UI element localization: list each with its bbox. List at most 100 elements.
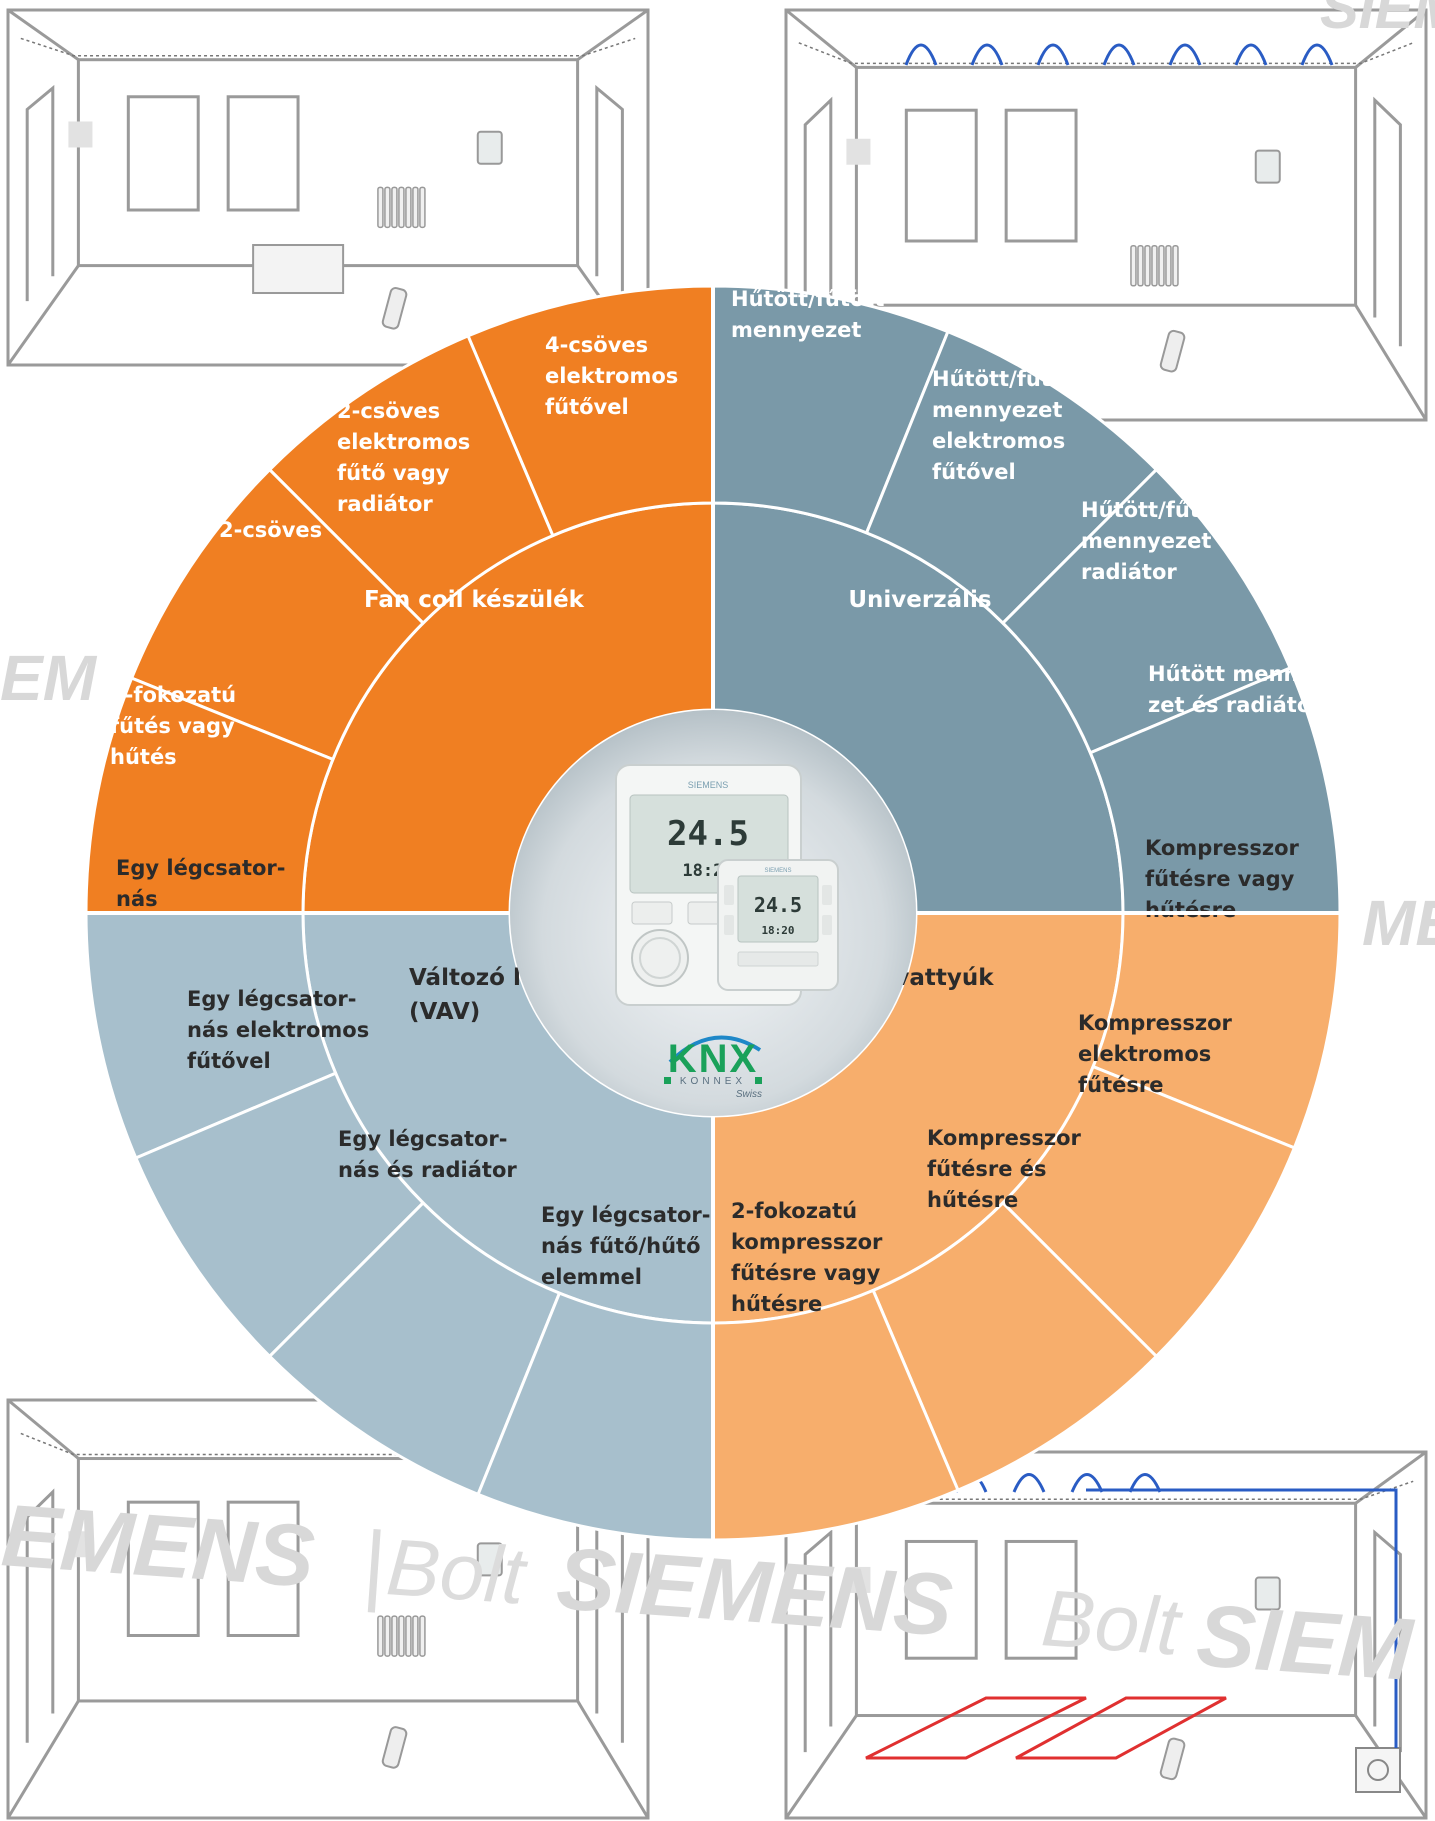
quadrant-title-universal: Univerzális bbox=[848, 587, 991, 613]
ceiling-pipe-loop bbox=[970, 43, 1004, 66]
segment-label-line: nás fűtő/hűtő bbox=[541, 1234, 701, 1258]
segment-label-line: 2-fokozatú bbox=[731, 1199, 857, 1223]
radiator-fin bbox=[1144, 245, 1151, 287]
segment-label-line: elektromos bbox=[337, 430, 470, 454]
room-edge bbox=[785, 8, 858, 69]
radiator-fin bbox=[412, 186, 419, 229]
segment-label-universal-4: Hűtött mennye-zet és radiátor bbox=[1148, 662, 1335, 717]
radiator-fin bbox=[398, 186, 405, 229]
radiator-fin bbox=[377, 186, 384, 229]
quadrant-heat-pump bbox=[711, 911, 1342, 1542]
segment-label-line: Egy légcsator- bbox=[116, 856, 286, 880]
knx-sub-text: KONNEX bbox=[680, 1076, 746, 1087]
room-door bbox=[1373, 1529, 1402, 1753]
segment-label-line: Hűtött/fűtött bbox=[1081, 498, 1234, 522]
segment-label-line: nás és radiátor bbox=[338, 1158, 517, 1182]
segment-vav-3 bbox=[267, 1200, 562, 1497]
floor-heating-loop bbox=[865, 1696, 1227, 1760]
segment-fan-coil-4 bbox=[84, 676, 335, 915]
segment-label-line: 2-csöves bbox=[337, 399, 440, 423]
segment-label-line: hűtésre bbox=[1145, 898, 1236, 922]
watermark-bottom-3: SIEM bbox=[1194, 1585, 1417, 1699]
segment-label-line: Egy légcsator- bbox=[541, 1203, 711, 1227]
room-frame bbox=[784, 8, 1428, 422]
segment-label-line: radiátor bbox=[1081, 560, 1177, 584]
room-window bbox=[126, 1500, 200, 1638]
segment-label-line: mennyezet bbox=[731, 318, 861, 342]
segment-label-line: radiátor bbox=[337, 492, 433, 516]
segment-label-line: fűtővel bbox=[932, 460, 1016, 484]
room-sensor bbox=[68, 1531, 93, 1558]
room-chilled-ceiling bbox=[784, 8, 1428, 422]
room-frame bbox=[784, 1450, 1428, 1820]
quadrant-title-line: (VAV) bbox=[409, 999, 480, 1025]
radiator-fin bbox=[405, 1615, 412, 1657]
room-back-wall bbox=[854, 1501, 1358, 1718]
radiator-fin bbox=[405, 186, 412, 229]
segment-label-line: fűtésre és bbox=[927, 1157, 1047, 1181]
radiator-fin bbox=[419, 1615, 426, 1657]
room-edge bbox=[1354, 1450, 1427, 1505]
room-wiring bbox=[20, 37, 636, 57]
knx-logo-text: KNX bbox=[668, 1037, 758, 1081]
segment-label-line: Hűtött mennye- bbox=[1148, 662, 1335, 686]
radiator-fin bbox=[384, 1615, 391, 1657]
knx-logo: KNX KONNEX Swiss bbox=[664, 1035, 762, 1100]
ceiling-pipe-loop bbox=[1168, 43, 1202, 66]
watermark-brand-top: SIEMENS bbox=[1320, 0, 1435, 41]
segment-vav-4 bbox=[476, 1291, 715, 1542]
segment-label-line: mennyezet bbox=[932, 398, 1062, 422]
segment-label-line: hűtés bbox=[110, 745, 177, 769]
ceiling-pipe-loop bbox=[1102, 43, 1136, 66]
quadrant-fan-coil bbox=[84, 284, 715, 915]
room-edge bbox=[784, 1714, 858, 1819]
small-display-temp: 24.5 bbox=[754, 893, 802, 917]
room-sensor bbox=[68, 121, 93, 148]
radiator-fin bbox=[1165, 245, 1172, 287]
ceiling-pipe-loop bbox=[1036, 43, 1070, 66]
watermark-bottom-1: EMENS bbox=[0, 1485, 318, 1606]
room-back-wall bbox=[76, 58, 580, 268]
segment-label-line: 4-csöves bbox=[545, 333, 648, 357]
segment-label-line: elektromos bbox=[932, 429, 1065, 453]
room-back-wall bbox=[76, 1457, 580, 1703]
room-edge bbox=[6, 264, 80, 366]
room-back-wall bbox=[854, 65, 1358, 307]
segment-label-line: 2-fokozatú bbox=[110, 683, 236, 707]
small-device-brand: SIEMENS bbox=[764, 868, 791, 874]
room-heat-pump bbox=[784, 1450, 1428, 1820]
watermark-brand-right: ME bbox=[1362, 887, 1435, 959]
quadrant-universal bbox=[711, 284, 1342, 915]
room-window bbox=[904, 1539, 978, 1660]
room-thermostat bbox=[1254, 1576, 1281, 1611]
segment-label-line: Egy légcsator- bbox=[338, 1127, 508, 1151]
knx-region-text: Swiss bbox=[736, 1089, 762, 1100]
remote-control bbox=[1159, 1737, 1186, 1781]
segment-label-line: fűtésre bbox=[1078, 1073, 1163, 1097]
watermarks-bottom: EMENS | Bolt SIEMENS Bolt SIEM bbox=[0, 1485, 1417, 1699]
segment-vav-2 bbox=[133, 1071, 426, 1359]
segment-label-fan-coil-3: 2-csöves bbox=[219, 518, 322, 542]
segment-label-vav-4: Egy légcsator-nás fűtő/hűtő elemmel bbox=[541, 1203, 711, 1289]
room-door bbox=[25, 1488, 55, 1743]
segment-label-line: fűtés vagy bbox=[110, 714, 235, 738]
room-door bbox=[595, 84, 624, 302]
room-window bbox=[126, 95, 200, 212]
room-door bbox=[25, 84, 55, 302]
radiator-fin bbox=[419, 186, 426, 229]
segment-label-line: elemmel bbox=[541, 1265, 642, 1289]
quadrant-title-line: Fan coil készülék bbox=[364, 587, 585, 613]
quadrant-title-fan-coil: Fan coil készülék bbox=[364, 587, 585, 613]
radiator-fin bbox=[384, 186, 391, 229]
room-window bbox=[226, 1500, 300, 1638]
radiator-fin bbox=[412, 1615, 419, 1657]
watermark-bottom-2: SIEMENS bbox=[554, 1528, 956, 1654]
segment-label-line: nás elektromos bbox=[187, 1018, 369, 1042]
room-window bbox=[904, 108, 978, 243]
